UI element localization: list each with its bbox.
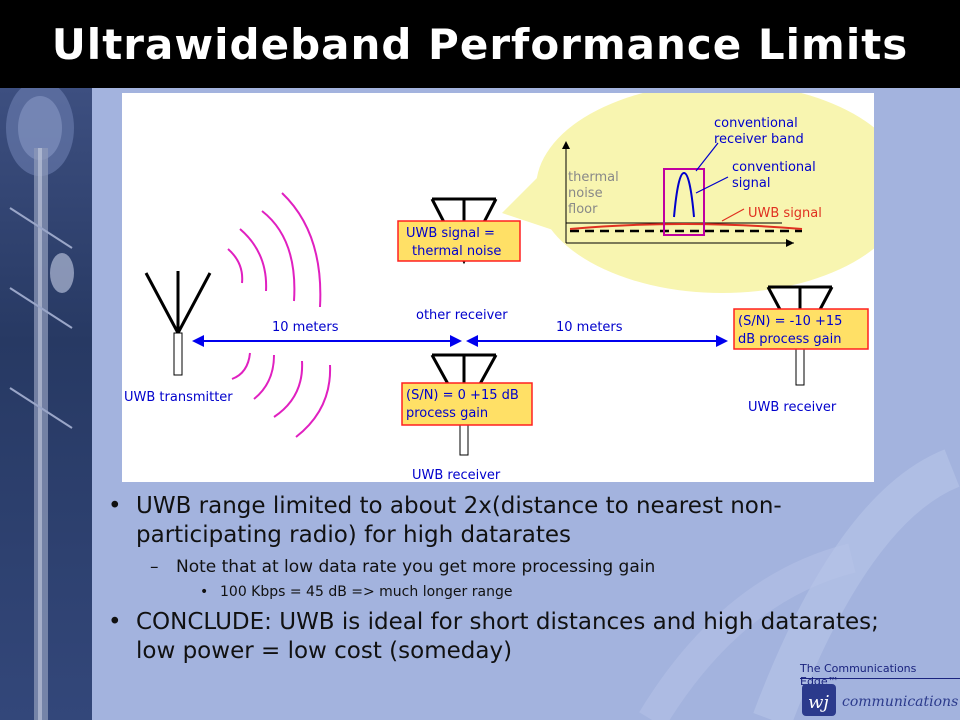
box-noise-line-1: UWB signal = (406, 226, 495, 241)
svg-text:signal: signal (732, 176, 770, 191)
svg-text:dB process gain: dB process gain (738, 332, 841, 347)
bullet-range-text: UWB range limited to about 2x(distance t… (136, 493, 782, 548)
svg-text:conventional: conventional (714, 116, 798, 131)
bullet-sub-low-rate-text: Note that at low data rate you get more … (176, 557, 656, 577)
callout-signal-2: signal (732, 176, 770, 191)
other-receiver-label: other receiver (416, 308, 508, 323)
tower-illustration (6, 88, 74, 720)
bullet-glyph: • (108, 493, 122, 519)
callout-signal-1: conventional (732, 160, 816, 175)
bullet-sub-low-rate: – Note that at low data rate you get mor… (104, 556, 924, 578)
background-watermark (92, 88, 960, 720)
uwb-receiver-right-label: UWB receiver (748, 400, 837, 415)
box-noise-line-2: thermal noise (412, 244, 501, 259)
bullet-subsub-kbps-text: 100 Kbps = 45 dB => much longer range (220, 584, 513, 600)
svg-text:wj: wj (808, 692, 829, 713)
distance-arrow-right (466, 335, 728, 347)
bullet-conclude: • CONCLUDE: UWB is ideal for short dista… (104, 608, 924, 666)
callout-band-1: conventional (714, 116, 798, 131)
slide-title: Ultrawideband Performance Limits (51, 19, 909, 69)
svg-text:conventional: conventional (732, 160, 816, 175)
uwb-diagram: thermal noise floor conventional receive… (122, 93, 874, 482)
thermal-noise-callout (502, 93, 874, 293)
uwb-receiver-center-label: UWB receiver (412, 468, 501, 482)
bullet-range: • UWB range limited to about 2x(distance… (104, 492, 924, 550)
box-sn-center (401, 382, 533, 426)
svg-text:UWB receiver: UWB receiver (748, 400, 837, 415)
logo-mark-icon: wj communications (802, 684, 958, 716)
svg-text:UWB signal: UWB signal (748, 206, 822, 221)
svg-text:communications: communications (842, 694, 958, 710)
dash-glyph: – (150, 557, 159, 577)
callout-band-2: receiver band (714, 132, 804, 147)
svg-text:process gain: process gain (406, 406, 488, 421)
company-logo: The Communications Edge™ wj communicatio… (800, 662, 960, 720)
box-sn-center-line-1: (S/N) = 0 +15 dB (406, 388, 519, 403)
logo-name: communications (842, 694, 958, 710)
radio-wave-icon (227, 192, 332, 438)
box-sn-center-line-2: process gain (406, 406, 488, 421)
svg-text:thermal noise: thermal noise (412, 244, 501, 259)
bullet-subsub-kbps: • 100 Kbps = 45 dB => much longer range (104, 582, 924, 602)
bullet-glyph-2: • (108, 609, 122, 635)
svg-text:(S/N) = -10 +15: (S/N) = -10 +15 (738, 314, 842, 329)
distance-arrow-left (192, 335, 462, 347)
bullet-glyph-small: • (200, 584, 209, 600)
svg-text:UWB receiver: UWB receiver (412, 468, 501, 482)
svg-text:thermal: thermal (568, 170, 619, 185)
callout-thermal-3: floor (568, 202, 598, 217)
callout-uwb-signal: UWB signal (748, 206, 822, 221)
box-sn-right (733, 308, 869, 350)
box-sn-right-line-2: dB process gain (738, 332, 841, 347)
callout-thermal-1: thermal (568, 170, 619, 185)
box-signal-equals-noise (397, 220, 521, 262)
bullet-list: • UWB range limited to about 2x(distance… (104, 492, 924, 672)
distance-left-label: 10 meters (272, 320, 339, 335)
logo-divider (800, 678, 960, 679)
svg-text:10 meters: 10 meters (556, 320, 623, 335)
title-bar: Ultrawideband Performance Limits (0, 0, 960, 88)
svg-text:UWB transmitter: UWB transmitter (124, 390, 233, 405)
svg-text:floor: floor (568, 202, 598, 217)
svg-text:10 meters: 10 meters (272, 320, 339, 335)
box-sn-right-line-1: (S/N) = -10 +15 (738, 314, 842, 329)
svg-text:receiver band: receiver band (714, 132, 804, 147)
uwb-transmitter-antenna-icon (144, 271, 212, 376)
svg-text:UWB signal =: UWB signal = (406, 226, 495, 241)
left-decorative-strip (0, 88, 92, 720)
svg-text:other receiver: other receiver (416, 308, 508, 323)
callout-thermal-2: noise (568, 186, 603, 201)
svg-text:(S/N) = 0 +15 dB: (S/N) = 0 +15 dB (406, 388, 519, 403)
uwb-transmitter-label: UWB transmitter (124, 390, 233, 405)
bullet-conclude-text: CONCLUDE: UWB is ideal for short distanc… (136, 609, 879, 664)
distance-right-label: 10 meters (556, 320, 623, 335)
svg-text:noise: noise (568, 186, 603, 201)
